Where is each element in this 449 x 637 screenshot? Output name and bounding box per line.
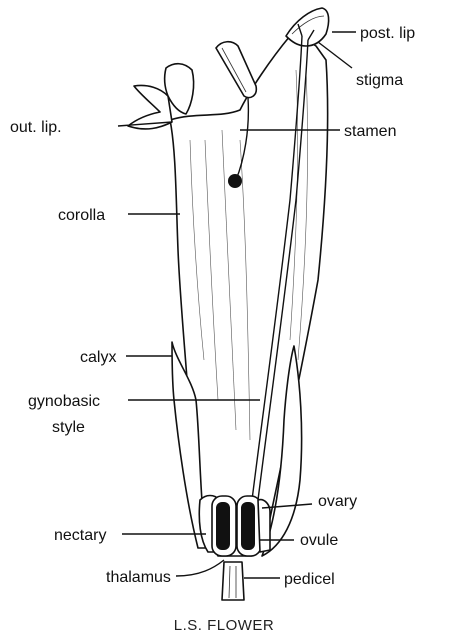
ovule-left xyxy=(216,502,230,550)
label-pedicel: pedicel xyxy=(284,571,335,588)
label-stigma: stigma xyxy=(356,72,403,89)
diagram-caption: L.S. FLOWER xyxy=(174,617,275,634)
label-thalamus: thalamus xyxy=(106,569,171,586)
label-stamen: stamen xyxy=(344,123,396,140)
label-ovule: ovule xyxy=(300,532,338,549)
label-gynobasic: gynobasic xyxy=(28,393,100,410)
label-post-lip: post. lip xyxy=(360,25,415,42)
label-corolla: corolla xyxy=(58,207,105,224)
label-nectary: nectary xyxy=(54,527,106,544)
label-style: style xyxy=(52,419,85,436)
label-ovary: ovary xyxy=(318,493,357,510)
ovule-right xyxy=(241,502,255,550)
anther-dot xyxy=(228,174,242,188)
ovary-block xyxy=(199,496,270,557)
label-out-lip: out. lip. xyxy=(10,119,62,136)
pedicel-stalk xyxy=(222,562,244,600)
label-calyx: calyx xyxy=(80,349,116,366)
